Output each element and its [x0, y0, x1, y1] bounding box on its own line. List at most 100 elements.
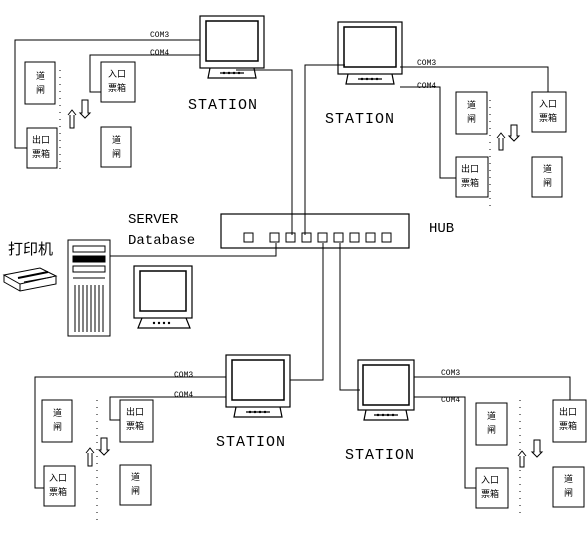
ticket-text: 票箱 — [49, 486, 67, 498]
gate-box: 道 闸 — [41, 399, 73, 443]
station-4-label: STATION — [345, 447, 415, 464]
line-hub-station3 — [290, 243, 324, 381]
station-2-devices: 道 闸 出口 票箱 入口 票箱 道 闸 — [455, 91, 567, 198]
line-s4-com3 — [414, 376, 571, 400]
station-4-com4: COM4 — [441, 396, 460, 405]
printer-icon — [2, 267, 58, 292]
line-s2-com3 — [400, 66, 549, 92]
gate-text: 道 — [543, 163, 552, 175]
station-1-com4: COM4 — [150, 49, 169, 58]
database-label: Database — [128, 233, 195, 249]
line-s1-com4 — [89, 54, 200, 93]
exit-text: 出口 — [559, 406, 577, 418]
line-station2-hub — [304, 64, 345, 235]
line-s2-com4 — [400, 86, 456, 179]
entry-text: 入口 — [539, 99, 557, 110]
gate-text: 道 — [131, 471, 140, 483]
ticket-text: 票箱 — [539, 112, 557, 124]
exit-ticket-box: 出口 票箱 — [119, 399, 154, 443]
entry-text: 入口 — [49, 473, 67, 484]
exit-text: 出口 — [126, 406, 144, 418]
line-server-hub — [110, 243, 277, 257]
gate-text: 闸 — [36, 85, 45, 96]
gate-text: 道 — [564, 473, 573, 485]
station-3-label: STATION — [216, 434, 286, 451]
server-label: SERVER — [128, 212, 179, 228]
gate-text: 闸 — [543, 178, 552, 189]
exit-text: 出口 — [461, 163, 479, 175]
ticket-text: 票箱 — [108, 82, 126, 94]
down-arrow-icon — [97, 437, 111, 456]
monitor-icon — [225, 354, 291, 418]
server-tower — [67, 239, 111, 337]
station-4-devices: 道 闸 入口 票箱 出口 票箱 道 闸 — [475, 399, 587, 509]
server-monitor-icon — [133, 265, 193, 329]
ticket-text: 票箱 — [481, 488, 499, 500]
station-4-com3: COM3 — [441, 369, 460, 378]
gate-text: 闸 — [131, 486, 140, 497]
monitor-icon — [337, 21, 403, 85]
station-1 — [199, 15, 265, 79]
entry-ticket-box: 入口 票箱 — [475, 467, 509, 509]
entry-ticket-box: 入口 票箱 — [531, 91, 567, 133]
station-1-label: STATION — [188, 97, 258, 114]
exit-text: 出口 — [32, 134, 50, 146]
line-s4-com4 — [414, 396, 476, 489]
hub — [220, 213, 410, 249]
gate-box: 道 闸 — [531, 156, 563, 198]
monitor-icon — [199, 15, 265, 79]
station-3-com3: COM3 — [174, 371, 193, 380]
line-hub-station4 — [339, 243, 360, 391]
gate-text: 闸 — [467, 114, 476, 125]
station-4 — [357, 359, 415, 421]
line-s1-com3 — [14, 39, 200, 149]
exit-ticket-box: 出口 票箱 — [455, 156, 489, 198]
gate-text: 闸 — [487, 425, 496, 436]
printer-label: 打印机 — [8, 240, 53, 258]
station-2-label: STATION — [325, 111, 395, 128]
ticket-text: 票箱 — [461, 177, 479, 189]
entry-text: 入口 — [108, 69, 126, 80]
station-3-devices: 道 闸 入口 票箱 出口 票箱 道 闸 — [41, 399, 154, 507]
hub-ports — [243, 232, 392, 243]
monitor-buttons — [376, 413, 395, 417]
gate-text: 闸 — [112, 149, 121, 160]
down-arrow-icon — [78, 99, 92, 119]
gate-text: 道 — [53, 407, 62, 419]
entry-text: 入口 — [481, 475, 499, 486]
monitor-icon — [357, 359, 415, 421]
tower-vents — [74, 285, 104, 332]
line-s3-com3 — [34, 376, 226, 489]
down-arrow-icon — [530, 439, 544, 458]
line-s3-com4 — [109, 396, 226, 421]
station-2 — [337, 21, 403, 85]
gate-text: 闸 — [53, 422, 62, 433]
gate-box: 道 闸 — [100, 126, 132, 168]
gate-box: 道 闸 — [552, 466, 585, 508]
monitor-buttons — [360, 77, 379, 81]
line-station1-hub — [236, 69, 293, 235]
ticket-text: 票箱 — [559, 420, 577, 432]
exit-ticket-box: 出口 票箱 — [26, 127, 58, 169]
gate-box: 道 闸 — [119, 464, 152, 506]
gate-text: 道 — [112, 134, 121, 146]
entry-ticket-box: 入口 票箱 — [100, 61, 136, 103]
station-3 — [225, 354, 291, 418]
up-arrow-icon — [496, 132, 506, 151]
station-3-com4: COM4 — [174, 391, 193, 400]
gate-box: 道 闸 — [455, 91, 488, 135]
entry-ticket-box: 入口 票箱 — [43, 465, 76, 507]
gate-text: 道 — [467, 99, 476, 111]
monitor-buttons — [222, 71, 241, 75]
station-1-com3: COM3 — [150, 31, 169, 40]
ticket-text: 票箱 — [126, 420, 144, 432]
gate-box: 道 闸 — [475, 402, 508, 446]
gate-box: 道 闸 — [24, 61, 56, 105]
up-arrow-icon — [517, 450, 527, 468]
monitor-buttons — [248, 410, 267, 414]
station-2-com3: COM3 — [417, 59, 436, 68]
exit-ticket-box: 出口 票箱 — [552, 399, 587, 443]
up-arrow-icon — [85, 447, 95, 467]
